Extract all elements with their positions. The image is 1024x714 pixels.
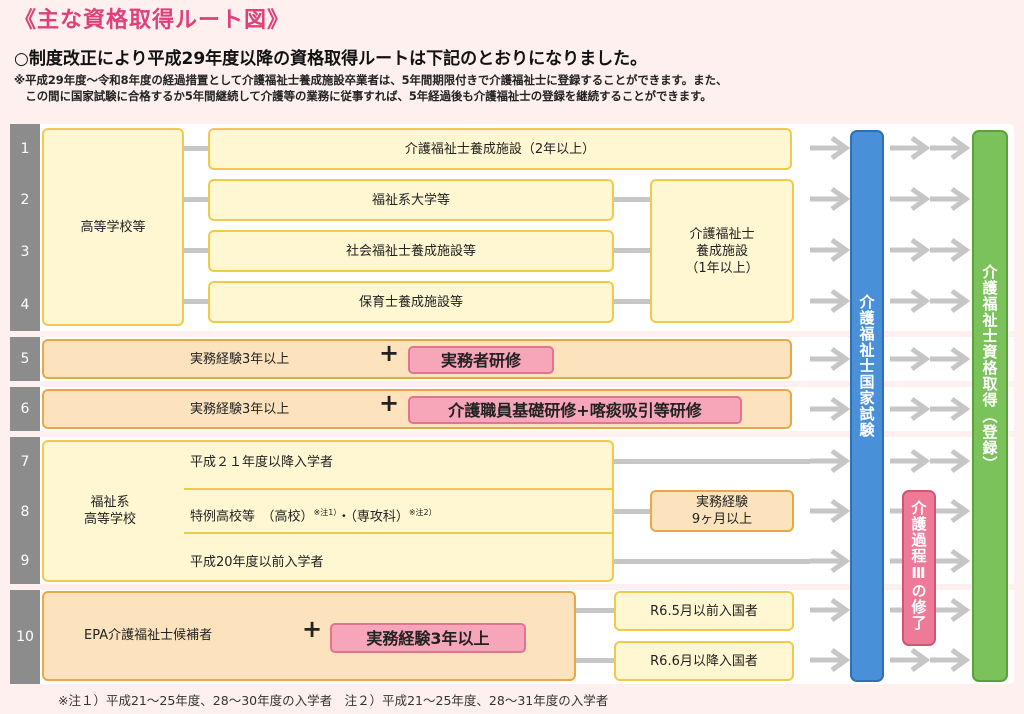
connector-line: [612, 459, 810, 464]
row-divider: [184, 488, 614, 490]
arrow-icon: [810, 138, 966, 158]
connector-line: [184, 299, 210, 304]
epa-experience-label: 実務経験3年以上: [330, 623, 526, 653]
care-facility-2yr-box: 介護福祉士養成施設（2年以上）: [208, 128, 792, 170]
note1-mark: ※注1）: [313, 508, 338, 517]
intro-text: ○制度改正により平成29年度以降の資格取得ルートは下記のとおりになりました。: [14, 49, 648, 69]
connector-line: [612, 197, 652, 202]
connector-line: [612, 509, 652, 514]
row5-box: 実務経験3年以上 + 実務者研修: [42, 339, 792, 379]
qualification-bar: 介護福祉士資格取得（登録）: [972, 130, 1008, 682]
row-number: 4: [10, 278, 40, 331]
plus-sign: +: [379, 389, 400, 417]
arrow-icon: [810, 501, 966, 521]
experience-9months-box: 実務経験 9ヶ月以上: [650, 490, 794, 532]
connector-line: [184, 197, 210, 202]
arrow-icon: [810, 349, 966, 369]
high-school-box: 高等学校等: [42, 128, 184, 326]
national-exam-bar: 介護福祉士国家試験: [850, 130, 884, 682]
epa-label: EPA介護福祉士候補者: [84, 628, 213, 643]
row6-exp-label: 実務経験3年以上: [190, 402, 290, 417]
row7-label: 平成２１年度以降入学者: [190, 455, 334, 470]
connector-line: [184, 146, 210, 151]
note2-mark: ※注2）: [408, 508, 437, 517]
row-number: 7: [10, 437, 40, 487]
page-title: 《主な資格取得ルート図》: [14, 8, 291, 33]
qualification-label: 介護福祉士資格取得（登録）: [980, 264, 999, 472]
row5-exp-label: 実務経験3年以上: [190, 352, 290, 367]
row-number: 10: [10, 590, 40, 684]
social-welfare-facility-box: 社会福祉士養成施設等: [208, 230, 614, 272]
national-exam-label: 介護福祉士国家試験: [857, 294, 876, 438]
welfare-high-school-box: 福祉系 高等学校 平成２１年度以降入学者 特例高校等 （高校）※注1）・（専攻科…: [42, 440, 614, 582]
row-number: 5: [10, 337, 40, 381]
plus-sign: +: [379, 339, 400, 367]
connector-line: [612, 248, 652, 253]
group-separator: [10, 431, 1014, 437]
connector-line: [612, 299, 652, 304]
connector-line: [575, 608, 615, 613]
training-process-label: 介護過程Ⅲの修了: [909, 500, 928, 631]
row-number: 1: [10, 124, 40, 174]
welfare-university-box: 福祉系大学等: [208, 179, 614, 221]
row9-label: 平成20年度以前入学者: [190, 555, 324, 570]
arrow-icon: [810, 291, 966, 311]
row8-text: 特例高校等 （高校）: [190, 509, 314, 525]
row-divider: [184, 532, 614, 534]
basic-training-label: 介護職員基礎研修+喀痰吸引等研修: [408, 396, 742, 424]
footnote: ※注１）平成21～25年度、28～30年度の入学者 注２）平成21～25年度、2…: [58, 693, 609, 708]
row-number: 8: [10, 487, 40, 537]
epa-box: EPA介護福祉士候補者 + 実務経験3年以上: [42, 591, 576, 681]
group-separator: [10, 584, 1014, 590]
entry-before-r6-box: R6.5月以前入国者: [614, 591, 794, 631]
connector-line: [184, 248, 210, 253]
practitioner-training-label: 実務者研修: [408, 346, 554, 374]
welfare-high-school-label: 福祉系 高等学校: [83, 495, 136, 527]
nursery-facility-box: 保育士養成施設等: [208, 281, 614, 323]
arrow-icon: [810, 650, 966, 670]
row-number: 3: [10, 226, 40, 278]
training-process-bar: 介護過程Ⅲの修了: [902, 490, 936, 646]
arrow-icon: [810, 189, 966, 209]
connector-line: [575, 658, 615, 663]
arrow-icon: [810, 551, 966, 571]
arrow-icon: [810, 240, 966, 260]
arrow-icon: [810, 399, 966, 419]
row-number: 9: [10, 537, 40, 584]
plus-sign: +: [302, 615, 323, 643]
row8-mid: ・（専攻科）: [337, 509, 409, 525]
arrow-icon: [810, 451, 966, 471]
group-separator: [10, 381, 1014, 387]
transition-note: ※平成29年度～令和8年度の経過措置として介護福祉士養成施設卒業者は、5年間期限…: [14, 73, 728, 103]
row8-label: 特例高校等 （高校）※注1）・（専攻科）※注2）: [190, 504, 437, 525]
group-separator: [10, 331, 1014, 337]
row-number: 2: [10, 174, 40, 226]
row-number: 6: [10, 387, 40, 431]
row6-box: 実務経験3年以上 + 介護職員基礎研修+喀痰吸引等研修: [42, 389, 792, 429]
connector-line: [612, 559, 810, 564]
entry-after-r6-box: R6.6月以降入国者: [614, 641, 794, 681]
arrow-icon: [810, 600, 966, 620]
care-facility-1yr-box: 介護福祉士 養成施設 （1年以上）: [650, 179, 794, 323]
